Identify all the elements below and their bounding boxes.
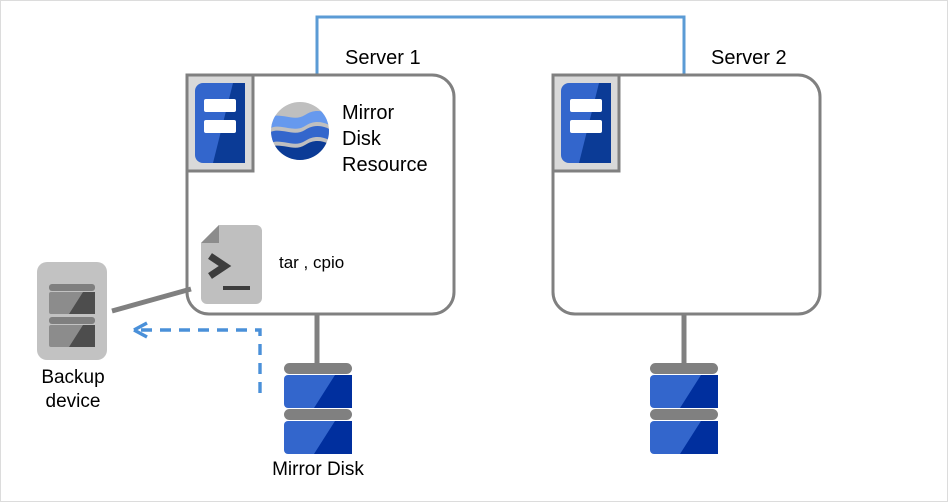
server2-disk-icon — [650, 363, 718, 454]
mirror-disk-resource-label-line2: Disk — [342, 128, 381, 150]
backup-device-label-line1: Backup — [41, 367, 105, 388]
server1-icon — [185, 73, 255, 173]
mirror-disk-resource-label-line3: Resource — [342, 154, 428, 176]
globe-icon — [271, 102, 329, 160]
mirror-disk-label: Mirror Disk — [272, 459, 364, 480]
mirror-disk-icon — [284, 363, 352, 454]
server2-icon — [551, 73, 621, 173]
backup-device-connector — [111, 286, 192, 314]
server1-label: Server 1 — [345, 47, 421, 69]
tar-cpio-label: tar , cpio — [279, 253, 345, 272]
backup-device-label-line2: device — [45, 391, 101, 412]
backup-device-icon — [37, 262, 107, 360]
server2-label: Server 2 — [711, 47, 787, 69]
backup-dashed-arrow — [133, 321, 262, 393]
heartbeat-connector — [315, 15, 686, 75]
mirror-disk-resource-label-line1: Mirror — [342, 102, 395, 124]
terminal-script-icon — [201, 225, 262, 304]
